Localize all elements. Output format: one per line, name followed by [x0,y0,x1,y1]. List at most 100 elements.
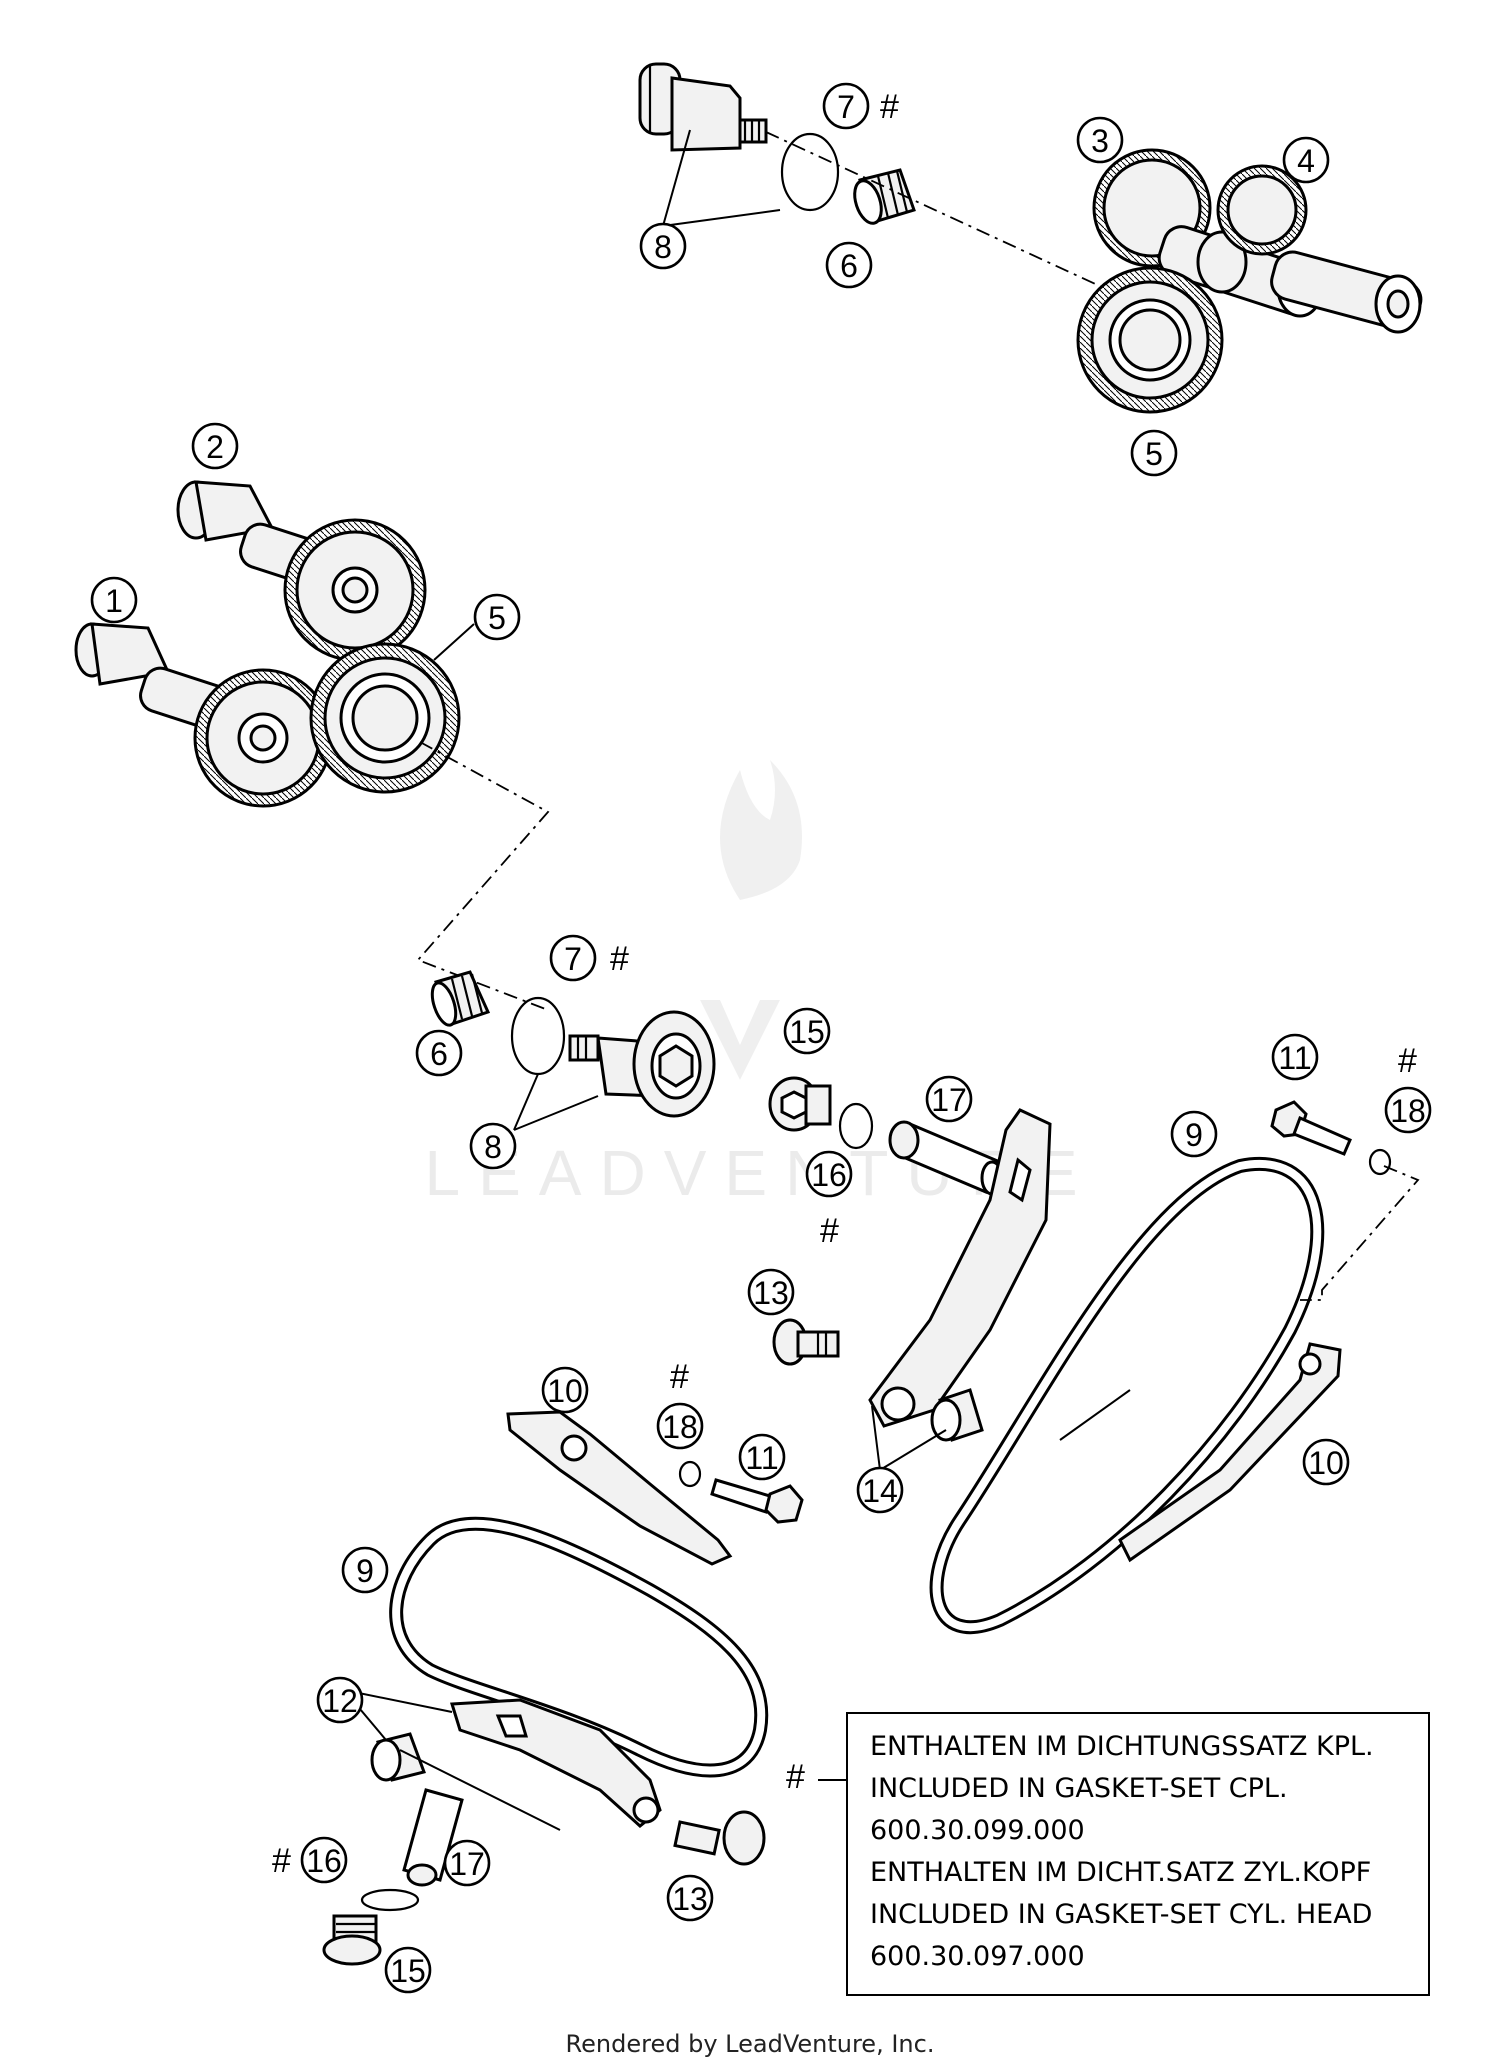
svg-text:3: 3 [1091,123,1109,159]
note-line: INCLUDED IN GASKET-SET CPL. [870,1773,1288,1804]
callout-6-mid: 6 [415,1029,463,1077]
leader-lines [343,129,947,1741]
svg-text:8: 8 [484,1129,502,1165]
svg-text:13: 13 [753,1275,789,1311]
svg-text:16: 16 [306,1843,342,1879]
svg-text:5: 5 [488,600,506,636]
gear-5-top [1076,266,1224,414]
callout-7-top: 7 [822,82,870,130]
camshaft-1 [74,622,333,808]
svg-text:11: 11 [1278,1040,1311,1076]
hash-mark: # [670,1358,689,1396]
washer-16-lower [360,1888,420,1912]
callout-16-lower: 16 [300,1836,348,1884]
camshaft-2 [176,480,427,662]
washer-16-upper [838,1102,874,1150]
svg-text:7: 7 [564,941,582,977]
svg-text:17: 17 [931,1082,967,1118]
bushing-12 [370,1732,426,1782]
watermark: LEADVENTURE [425,760,1078,1209]
callout-15-upper: 15 [783,1007,831,1055]
svg-text:10: 10 [1308,1445,1344,1481]
callout-13-upper: 13 [747,1268,795,1316]
callout-9-left: 9 [341,1546,389,1594]
note-hash-mark: # [786,1758,805,1796]
gasket-set-note: ENTHALTEN IM DICHTUNGSSATZ KPL. INCLUDED… [846,1712,1430,1996]
tensioner-rail-upper [868,1108,1052,1428]
callouts: 7 8 6 3 4 5 2 1 5 7 6 8 15 17 16 11 18 9… [90,82,1432,1994]
callout-4: 4 [1282,136,1330,184]
callout-9-right: 9 [1170,1110,1218,1158]
note-line: ENTHALTEN IM DICHT.SATZ ZYL.KOPF [870,1857,1372,1888]
axis-line-lower [399,1749,561,1831]
note-line: INCLUDED IN GASKET-SET CYL. HEAD [870,1899,1373,1930]
camshaft-3 [1092,148,1324,318]
svg-text:5: 5 [1145,436,1163,472]
guide-rail-10-right [1118,1342,1342,1563]
callout-18-upper: 18 [1384,1086,1432,1134]
timing-chain-9-right [929,1157,1325,1634]
svg-text:17: 17 [449,1846,485,1882]
note-hash-line [818,1779,846,1781]
hash-marks: # # # # # # [272,88,1417,1880]
pivot-bolt-13-upper [772,1318,840,1366]
hash-mark: # [880,88,899,126]
tensioner-17-lower [402,1788,464,1887]
needle-bearing-top [853,168,916,225]
axis-line-top [765,131,1131,301]
note-line: 600.30.099.000 [870,1815,1085,1846]
gear-5-left [309,642,461,794]
callout-17-lower: 17 [443,1839,491,1887]
svg-text:6: 6 [840,248,858,284]
callout-11-lower: 11 [738,1433,786,1481]
callout-6-top: 6 [825,241,873,289]
svg-text:8: 8 [654,229,672,265]
washer-18-upper [1368,1148,1392,1176]
shaft-mid [568,1010,716,1118]
callout-11-upper: 11 [1271,1033,1319,1081]
needle-bearing-mid [430,970,491,1027]
timing-chain-9-left [389,1516,769,1778]
shaft-top [638,62,768,152]
callout-12: 12 [316,1676,364,1724]
axis-line-right [1300,1165,1420,1301]
svg-text:2: 2 [206,429,224,465]
svg-text:15: 15 [789,1014,825,1050]
pivot-bolt-13-lower [673,1810,766,1866]
svg-text:6: 6 [430,1036,448,1072]
bolt-11-upper [1270,1100,1352,1156]
footer-credit: Rendered by LeadVenture, Inc. [565,2030,935,2058]
tensioner-rail-lower [450,1698,662,1828]
callout-10-left: 10 [541,1366,589,1414]
callout-16-upper: 16 [805,1150,853,1198]
plug-screw-15-lower [322,1914,382,1966]
svg-text:16: 16 [811,1157,847,1193]
washer-18-lower [678,1460,702,1488]
svg-text:9: 9 [1185,1117,1203,1153]
camshaft-4 [1216,164,1423,334]
o-ring-top [780,132,840,212]
svg-text:18: 18 [662,1409,698,1445]
svg-text:11: 11 [745,1440,778,1476]
bolt-11-lower [710,1478,804,1524]
callout-5-left: 5 [473,593,521,641]
svg-text:13: 13 [672,1881,708,1917]
callout-1: 1 [90,576,138,624]
callout-2: 2 [191,422,239,470]
svg-text:18: 18 [1390,1093,1426,1129]
callout-3: 3 [1076,116,1124,164]
callout-18-lower: 18 [656,1402,704,1450]
callout-17-upper: 17 [925,1075,973,1123]
callout-8-top: 8 [639,222,687,270]
svg-text:9: 9 [356,1553,374,1589]
svg-text:14: 14 [862,1473,898,1509]
svg-text:1: 1 [105,583,123,619]
note-line: 600.30.097.000 [870,1941,1085,1972]
bushing-14 [930,1388,984,1442]
note-line: ENTHALTEN IM DICHTUNGSSATZ KPL. [870,1731,1374,1762]
svg-text:12: 12 [322,1683,358,1719]
callout-7-mid: 7 [549,934,597,982]
hash-mark: # [272,1842,291,1880]
callout-8-mid: 8 [469,1122,517,1170]
